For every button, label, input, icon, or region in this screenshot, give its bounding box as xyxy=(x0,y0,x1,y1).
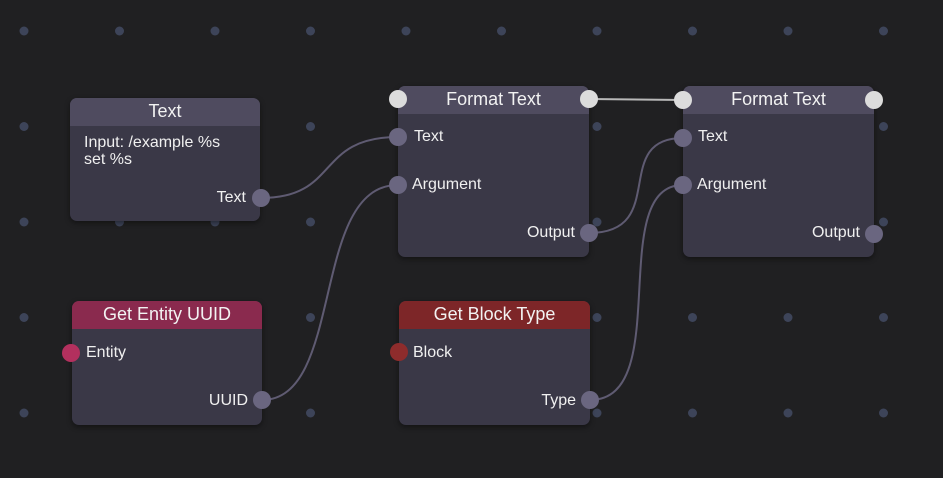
wire-text-to-format1-text[interactable] xyxy=(260,136,399,199)
grid-dot xyxy=(592,313,602,322)
grid-dot xyxy=(19,26,29,36)
grid-dot xyxy=(879,26,888,36)
node-format-text-1[interactable]: Format Text Text Argument Output xyxy=(398,86,589,257)
pin-label-argument-in: Argument xyxy=(412,176,482,193)
grid-dot xyxy=(306,26,315,36)
grid-dot xyxy=(879,122,888,131)
pin-label-text-in: Text xyxy=(414,128,444,145)
exec-wire-format1-to-format2[interactable] xyxy=(588,98,684,101)
grid-dot xyxy=(592,217,602,227)
text-line-1: Input: /example %s xyxy=(84,134,221,151)
node-title: Get Entity UUID xyxy=(102,304,232,324)
grid-dot xyxy=(879,313,888,322)
pin-label-text-in: Text xyxy=(698,128,728,145)
pin-label-text-out: Text xyxy=(216,189,246,206)
grid-dot xyxy=(592,408,602,418)
pin-label-entity-in: Entity xyxy=(86,344,127,361)
grid-dot xyxy=(879,408,888,418)
text-input-value[interactable]: Input: /example %s set %s xyxy=(84,134,220,168)
exec-out-pin-format2[interactable] xyxy=(865,91,883,109)
output-pin-output-format2[interactable] xyxy=(865,225,883,243)
grid-dot xyxy=(306,217,315,227)
input-pin-block[interactable] xyxy=(390,343,408,361)
exec-in-pin-format1[interactable] xyxy=(389,90,407,108)
output-pin-text[interactable] xyxy=(252,189,270,207)
grid-dot xyxy=(879,217,888,227)
input-pin-text-format2[interactable] xyxy=(674,129,692,147)
pin-label-uuid-out: UUID xyxy=(208,392,248,409)
input-pin-entity[interactable] xyxy=(62,344,80,362)
node-title: Text xyxy=(148,101,182,121)
node-header[interactable]: Text xyxy=(70,98,260,126)
input-pin-text-format1[interactable] xyxy=(389,128,407,146)
output-pin-uuid[interactable] xyxy=(253,391,271,409)
node-get-block-type[interactable]: Get Block Type Block Type xyxy=(399,301,590,425)
grid-dot xyxy=(592,26,602,36)
pin-label-output: Output xyxy=(811,224,860,241)
pin-label-type-out: Type xyxy=(541,392,576,409)
pin-label-output: Output xyxy=(526,224,575,241)
grid-dot xyxy=(783,313,793,322)
grid-dot xyxy=(688,313,697,322)
grid-dot xyxy=(592,122,602,131)
wire-blocktype-to-format2-argument[interactable] xyxy=(589,184,684,401)
grid-dot xyxy=(19,122,29,131)
grid-dot xyxy=(688,26,697,36)
grid-dot xyxy=(19,408,29,418)
node-header[interactable]: Get Entity UUID xyxy=(72,301,262,329)
grid-dot xyxy=(306,408,315,418)
input-pin-argument-format1[interactable] xyxy=(389,176,407,194)
node-title: Format Text xyxy=(731,89,826,109)
exec-in-pin-format2[interactable] xyxy=(674,91,692,109)
pin-label-argument-in: Argument xyxy=(697,176,767,193)
node-format-text-2[interactable]: Format Text Text Argument Output xyxy=(683,86,874,257)
pin-label-block-in: Block xyxy=(413,344,453,361)
grid-dot xyxy=(115,26,124,36)
node-text[interactable]: Text Input: /example %s set %s Text xyxy=(70,98,260,221)
node-header[interactable]: Get Block Type xyxy=(399,301,590,329)
grid-dot xyxy=(497,26,506,36)
output-pin-output-format1[interactable] xyxy=(580,224,598,242)
wire-format1-output-to-format2-text[interactable] xyxy=(588,137,684,234)
grid-dot xyxy=(210,26,220,36)
grid-dot xyxy=(19,217,29,227)
wire-uuid-to-format1-argument[interactable] xyxy=(261,184,399,401)
grid-dot xyxy=(306,122,315,131)
grid-dot xyxy=(306,313,315,322)
grid-dot xyxy=(783,26,793,36)
grid-dot xyxy=(19,313,29,322)
node-header[interactable]: Format Text xyxy=(683,86,874,114)
grid-dot xyxy=(688,408,697,418)
output-pin-type[interactable] xyxy=(581,391,599,409)
node-title: Format Text xyxy=(446,89,541,109)
exec-out-pin-format1[interactable] xyxy=(580,90,598,108)
text-line-2: set %s xyxy=(84,151,133,168)
node-get-entity-uuid[interactable]: Get Entity UUID Entity UUID xyxy=(72,301,262,425)
input-pin-argument-format2[interactable] xyxy=(674,176,692,194)
grid-dot xyxy=(783,408,793,418)
node-header[interactable]: Format Text xyxy=(398,86,589,114)
grid-dot xyxy=(401,26,411,36)
node-title: Get Block Type xyxy=(433,304,556,324)
